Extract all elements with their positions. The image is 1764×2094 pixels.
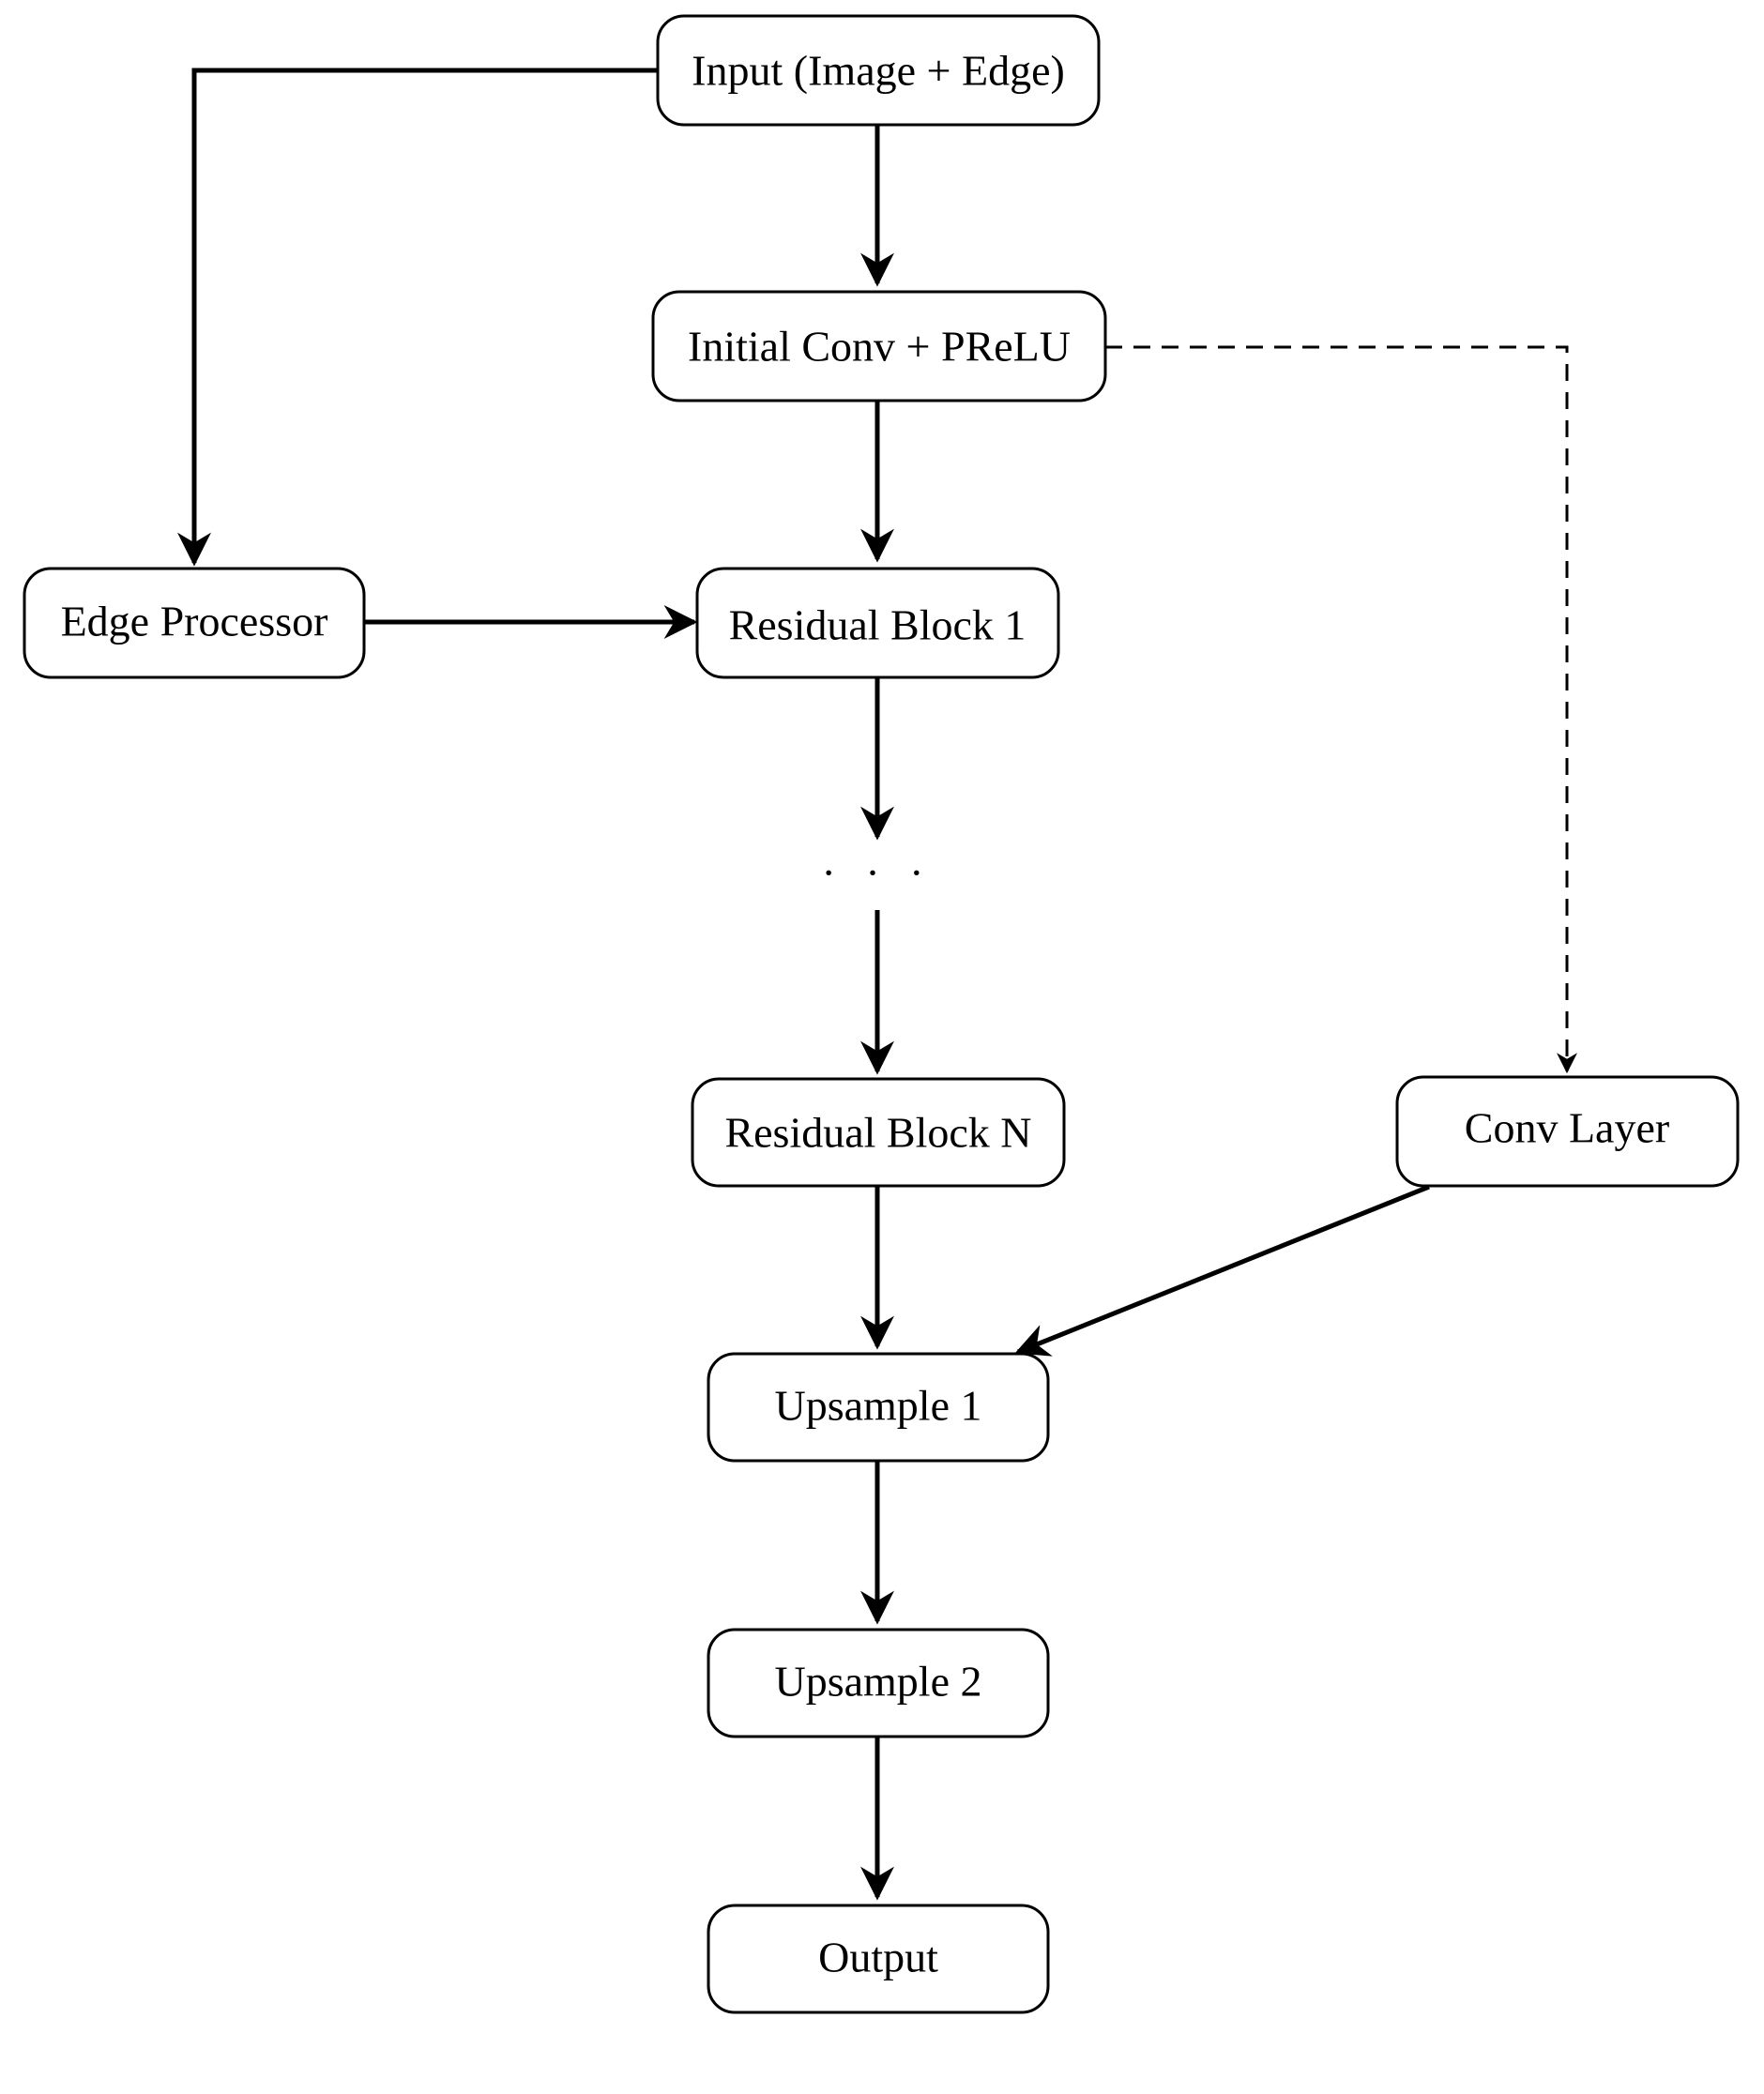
edge-input-to-edge-processor <box>177 68 658 567</box>
node-initial-conv: Initial Conv + PReLU <box>651 290 1107 402</box>
edge-initial-conv-to-conv-layer <box>1105 345 1577 1074</box>
node-ellipsis-label: · · · <box>822 849 934 897</box>
edge-conv-layer-to-upsample-1 <box>1014 1184 1430 1357</box>
node-ellipsis: · · · <box>822 849 934 897</box>
node-upsample-2-label: Upsample 2 <box>774 1658 981 1706</box>
node-upsample-2: Upsample 2 <box>707 1628 1050 1738</box>
edges <box>177 68 1577 1901</box>
node-initial-conv-label: Initial Conv + PReLU <box>688 323 1071 371</box>
node-upsample-1-label: Upsample 1 <box>774 1382 981 1430</box>
node-conv-layer-label: Conv Layer <box>1465 1104 1669 1152</box>
node-edge-processor-label: Edge Processor <box>61 598 328 645</box>
node-upsample-1: Upsample 1 <box>707 1352 1050 1463</box>
node-output-label: Output <box>818 1934 938 1981</box>
node-residual-block-1-label: Residual Block 1 <box>729 601 1026 649</box>
node-output: Output <box>707 1904 1050 2014</box>
node-edge-processor: Edge Processor <box>23 567 366 679</box>
node-conv-layer: Conv Layer <box>1395 1075 1740 1188</box>
node-residual-block-1: Residual Block 1 <box>695 567 1060 679</box>
node-residual-block-n: Residual Block N <box>691 1077 1066 1188</box>
nodes: Input (Image + Edge) Initial Conv + PReL… <box>23 14 1740 2014</box>
node-input-label: Input (Image + Edge) <box>692 47 1065 95</box>
node-residual-block-n-label: Residual Block N <box>724 1109 1031 1157</box>
node-input: Input (Image + Edge) <box>656 14 1101 127</box>
